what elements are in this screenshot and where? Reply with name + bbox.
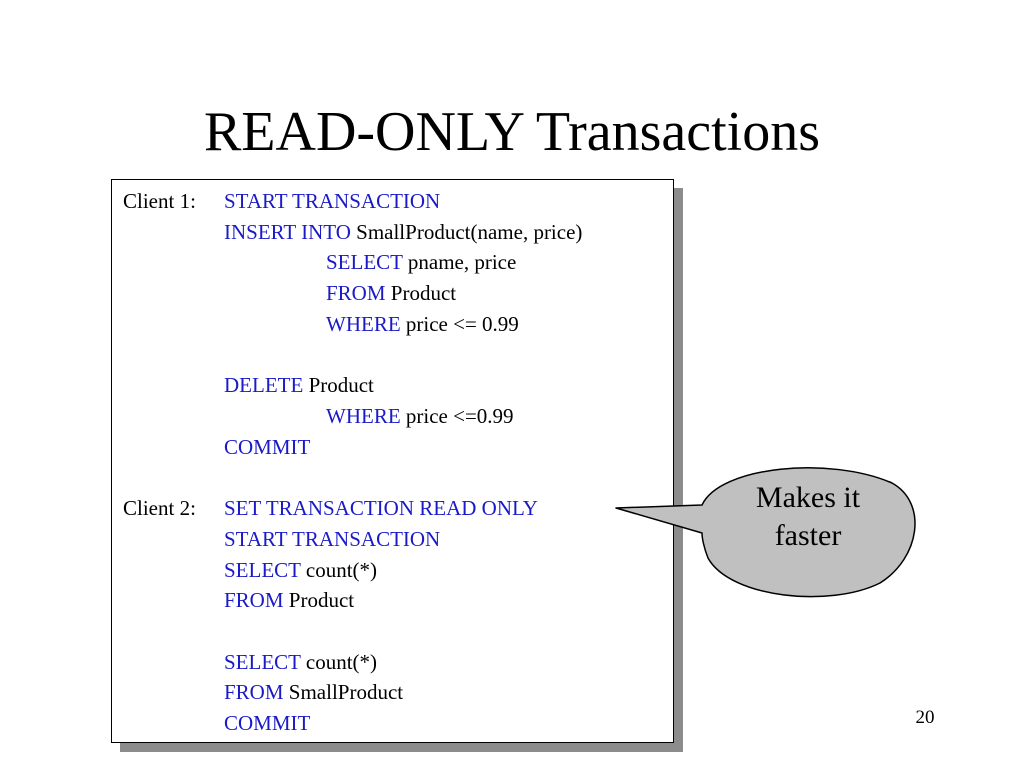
sql-keyword: WHERE: [326, 312, 401, 336]
sql-keyword: DELETE: [224, 373, 304, 397]
code-line: START TRANSACTION: [224, 186, 440, 216]
callout-line-1: Makes it: [755, 481, 861, 514]
sql-text: Product: [385, 281, 457, 305]
sql-keyword: COMMIT: [224, 435, 311, 459]
code-line: SELECT pname, price: [326, 247, 516, 277]
sql-keyword: FROM: [224, 588, 284, 612]
sql-keyword: INSERT INTO: [224, 220, 351, 244]
code-line: INSERT INTO SmallProduct(name, price): [224, 217, 582, 247]
sql-keyword: WHERE: [326, 404, 401, 428]
code-line: FROM SmallProduct: [224, 677, 403, 707]
sql-text: count(*): [300, 558, 378, 582]
code-line: SELECT count(*): [224, 647, 377, 677]
sql-text: price <=0.99: [400, 404, 514, 428]
sql-text: SmallProduct(name, price): [350, 220, 583, 244]
client-1-label: Client 1:: [123, 189, 196, 213]
client-2-label: Client 2:: [123, 496, 196, 520]
sql-keyword: START TRANSACTION: [224, 527, 441, 551]
sql-text: Product: [283, 588, 355, 612]
callout-line-2: faster: [774, 519, 842, 552]
sql-keyword: COMMIT: [224, 711, 311, 735]
code-line: SELECT count(*): [224, 555, 377, 585]
sql-text: count(*): [300, 650, 378, 674]
sql-text: pname, price: [402, 250, 517, 274]
sql-text: Product: [303, 373, 374, 397]
code-line: FROM Product: [326, 278, 456, 308]
slide-number: 20: [915, 707, 935, 728]
code-line: COMMIT: [224, 708, 310, 738]
sql-keyword: FROM: [326, 281, 386, 305]
slide-title: READ-ONLY Transactions: [203, 101, 821, 163]
speech-bubble-callout: [615, 467, 916, 598]
sql-text: price <= 0.99: [400, 312, 519, 336]
sql-text: SmallProduct: [283, 680, 404, 704]
code-line: WHERE price <= 0.99: [326, 309, 519, 339]
code-box: Client 1: Client 2: START TRANSACTION IN…: [111, 179, 674, 743]
sql-keyword: START TRANSACTION: [224, 189, 441, 213]
code-line: DELETE Product: [224, 370, 374, 400]
sql-keyword: SELECT: [224, 650, 301, 674]
sql-keyword: FROM: [224, 680, 284, 704]
sql-keyword: SELECT: [224, 558, 301, 582]
code-line: SET TRANSACTION READ ONLY: [224, 493, 538, 523]
callout-text: Makes it faster: [700, 479, 916, 555]
code-line: START TRANSACTION: [224, 524, 440, 554]
code-line: COMMIT: [224, 432, 310, 462]
code-line: WHERE price <=0.99: [326, 401, 514, 431]
code-line: FROM Product: [224, 585, 354, 615]
sql-keyword: SET TRANSACTION READ ONLY: [224, 496, 538, 520]
sql-keyword: SELECT: [326, 250, 403, 274]
